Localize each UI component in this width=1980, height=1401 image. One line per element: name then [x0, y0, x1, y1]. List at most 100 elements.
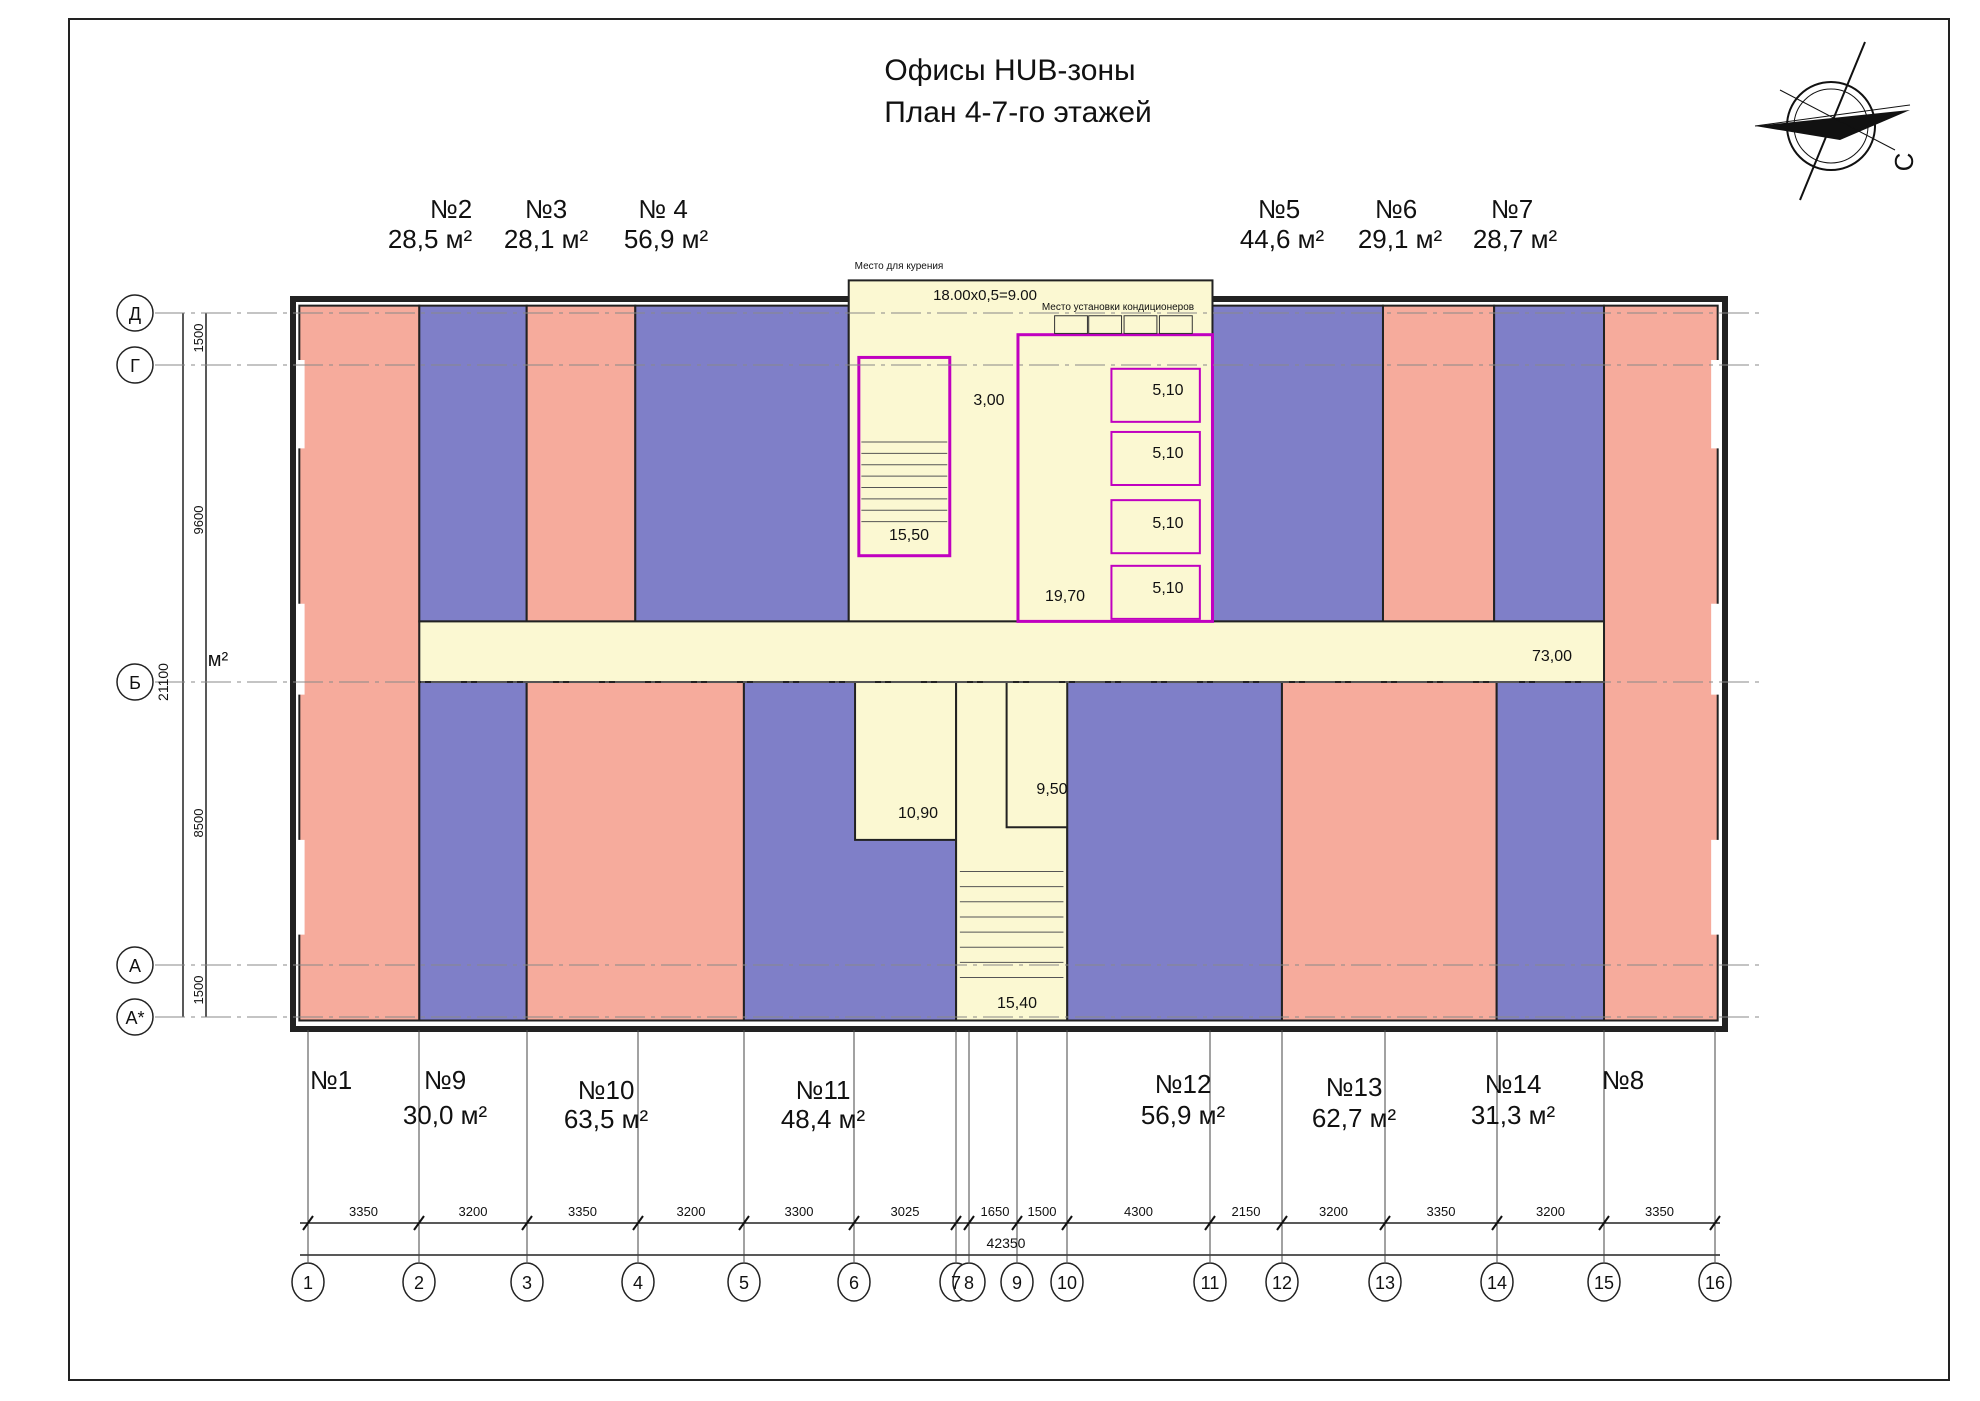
office-area-6: 29,1 м²	[1358, 224, 1443, 254]
column-axis-label: 11	[1201, 1273, 1220, 1293]
column-dimension: 3350	[1427, 1204, 1456, 1219]
column-axis-marker	[1368, 1262, 1402, 1302]
column-axis-marker	[1050, 1262, 1084, 1302]
office-number-4: № 4	[638, 194, 688, 224]
total-width: 42350	[987, 1235, 1026, 1251]
column-axis-marker	[1193, 1262, 1227, 1302]
column-dimension: 3025	[891, 1204, 920, 1219]
office-number-14: №14	[1485, 1069, 1542, 1099]
row-axis-label: Г	[130, 356, 140, 376]
office-number-9: №9	[424, 1065, 466, 1095]
column-axis-label: 13	[1375, 1273, 1395, 1293]
column-axis-marker	[837, 1262, 871, 1302]
column-axis-label: 6	[849, 1273, 859, 1293]
row-axis-marker	[116, 998, 154, 1036]
office-6-room	[1381, 304, 1496, 623]
column-axis-marker	[402, 1262, 436, 1302]
column-axis-label: 2	[414, 1273, 424, 1293]
office-number-1: №1	[310, 1065, 352, 1095]
column-dimension: 3350	[349, 1204, 378, 1219]
dimension-tick	[1709, 1215, 1721, 1231]
column-dimension: 3200	[677, 1204, 706, 1219]
office-3-room	[525, 304, 637, 623]
corridor-room	[418, 620, 1606, 684]
dimension-tick	[413, 1215, 425, 1231]
office-4-room	[634, 304, 850, 623]
column-axis-label: 16	[1705, 1273, 1725, 1293]
ac-unit-2	[1088, 315, 1123, 334]
office-2-room	[418, 304, 528, 623]
dimension-d3: 8500	[191, 809, 206, 838]
dimension-tick	[848, 1215, 860, 1231]
small-room-2	[1110, 430, 1201, 486]
column-axis-label: 9	[1012, 1273, 1022, 1293]
dimension-tick	[1276, 1215, 1288, 1231]
column-axis-label: 8	[964, 1273, 974, 1293]
dimension-tick	[1011, 1215, 1023, 1231]
office-9-room	[418, 681, 528, 1022]
office-area-7: 28,7 м²	[1473, 224, 1558, 254]
column-dimension: 3200	[459, 1204, 488, 1219]
office-number-7: №7	[1491, 194, 1533, 224]
area-label-hall: 19,70	[1045, 588, 1085, 605]
area-label-small1: 5,10	[1152, 382, 1183, 399]
column-axis-marker	[727, 1262, 761, 1302]
column-axis-marker	[1587, 1262, 1621, 1302]
office-number-3: №3	[525, 194, 567, 224]
column-axis-label: 14	[1487, 1273, 1507, 1293]
title-line-2: План 4-7-го этажей	[884, 96, 1152, 129]
office-area-14: 31,3 м²	[1471, 1100, 1556, 1130]
dimension-total-height: 21100	[155, 663, 171, 701]
ac-unit-4	[1158, 315, 1193, 334]
office-7-room	[1493, 304, 1606, 623]
column-dimension: 4300	[1124, 1204, 1153, 1219]
office-12-room	[1066, 681, 1283, 1022]
office-14-room	[1495, 681, 1606, 1022]
row-axis-marker	[116, 946, 154, 984]
dimension-d1: 1500	[191, 324, 206, 353]
dimension-tick	[1491, 1215, 1503, 1231]
column-dimension: 3300	[785, 1204, 814, 1219]
compass-north-letter: С	[1889, 153, 1919, 172]
area-label-small4: 5,10	[1152, 580, 1183, 597]
dimension-tick	[302, 1215, 314, 1231]
dimension-tick	[1204, 1215, 1216, 1231]
dimension-tick	[738, 1215, 750, 1231]
ac-unit-3	[1123, 315, 1158, 334]
column-axis-marker	[621, 1262, 655, 1302]
dimension-unit: м²	[208, 649, 229, 671]
office-number-10: №10	[578, 1075, 635, 1105]
column-dimension: 3350	[568, 1204, 597, 1219]
office-number-5: №5	[1258, 194, 1300, 224]
column-axis-marker	[1265, 1262, 1299, 1302]
ac-unit-1	[1054, 315, 1088, 334]
office-area-3: 28,1 м²	[504, 224, 589, 254]
office-area-11: 48,4 м²	[781, 1104, 866, 1134]
small-room-1	[1110, 367, 1201, 423]
dimension-tick	[950, 1215, 962, 1231]
area-label-lobby: 3,00	[973, 392, 1004, 409]
hall-block-walls	[1016, 333, 1214, 623]
row-axis-label: А	[129, 956, 141, 976]
compass-icon	[1754, 41, 1911, 201]
dimension-tick	[1379, 1215, 1391, 1231]
office-number-12: №12	[1155, 1069, 1212, 1099]
column-axis-marker	[1480, 1262, 1514, 1302]
area-label-smoking-calc: 18.00x0,5=9.00	[933, 287, 1037, 304]
office-area-5: 44,6 м²	[1240, 224, 1325, 254]
row-axis-marker	[116, 294, 154, 332]
office-number-8: №8	[1602, 1065, 1644, 1095]
dimension-tick	[1061, 1215, 1073, 1231]
rooms-layer	[290, 279, 1728, 1032]
column-axis-label: 10	[1057, 1273, 1077, 1293]
stair-top-walls	[857, 355, 952, 558]
office-area-9: 30,0 м²	[403, 1100, 488, 1130]
area-label-small2: 5,10	[1152, 445, 1183, 462]
column-axis-label: 4	[633, 1273, 643, 1293]
small-room-3	[1110, 499, 1201, 555]
dimension-d4: 1500	[191, 976, 206, 1005]
column-dimension: 3350	[1645, 1204, 1674, 1219]
column-dimension: 3200	[1536, 1204, 1565, 1219]
dimension-d2: 9600	[191, 506, 206, 535]
area-label-stair-top: 15,50	[889, 527, 929, 544]
